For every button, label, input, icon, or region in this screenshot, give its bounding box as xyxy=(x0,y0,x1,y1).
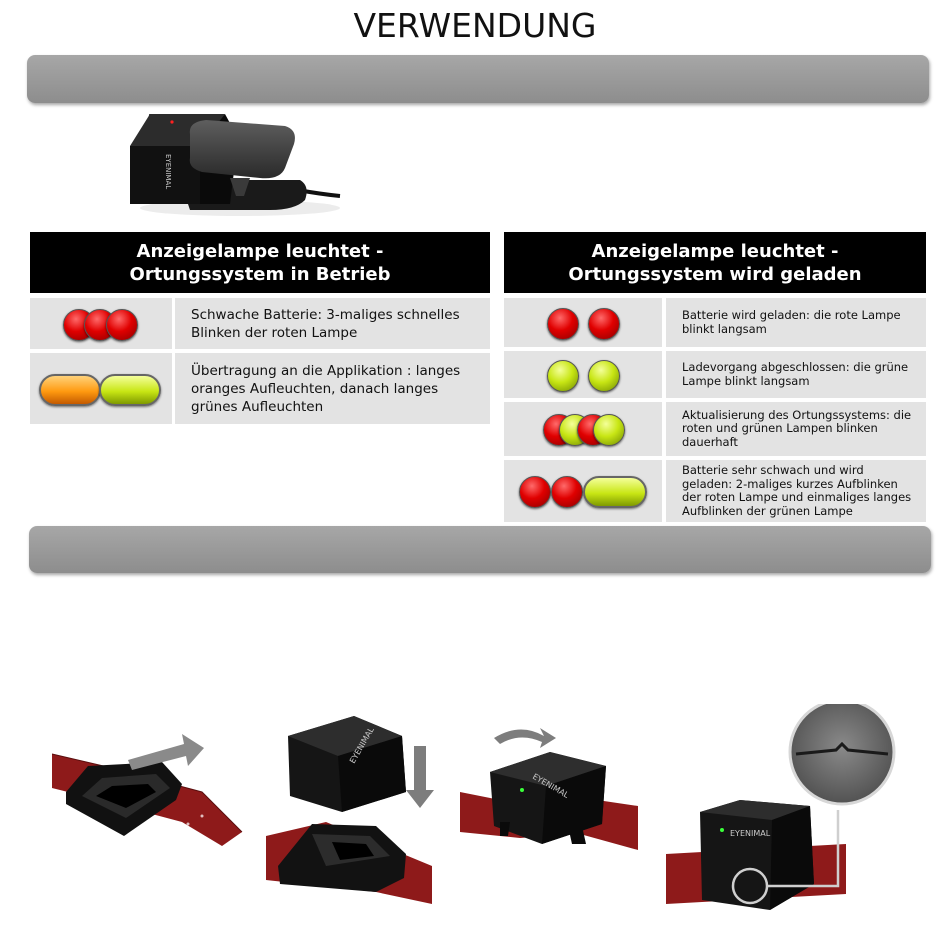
left-row-1-text: Schwache Batterie: 3-maliges schnelles B… xyxy=(175,298,490,349)
right-row-3-text: Aktualisierung des Ortungssystems: die r… xyxy=(666,402,926,456)
two-red-one-long-green-icon xyxy=(519,474,647,508)
three-red-blinks-icon xyxy=(61,307,141,341)
step-3-rotate-device-image: EYENIMAL xyxy=(460,728,638,850)
page-title: VERWENDUNG xyxy=(353,6,597,45)
right-row-1-text: Batterie wird geladen: die rote Lampe bl… xyxy=(666,298,926,347)
right-row-3-icon-cell xyxy=(504,402,662,456)
right-row-4-icon-cell xyxy=(504,460,662,522)
right-row-4-text: Batterie sehr schwach und wird geladen: … xyxy=(666,460,926,522)
step-1-open-clip-image xyxy=(52,734,243,846)
two-red-slow-icon xyxy=(543,306,623,340)
left-row-2-icon-cell xyxy=(30,353,172,424)
left-row-2-text: Übertragung an die Applikation : langes … xyxy=(175,353,490,424)
step-4-mounted-detail-image: EYENIMAL xyxy=(666,704,896,910)
right-row-2-text: Ladevorgang abgeschlossen: die grüne Lam… xyxy=(666,351,926,398)
section-bar-top xyxy=(27,55,929,103)
section-bar-middle xyxy=(29,526,931,573)
right-table-header: Anzeigelampe leuchtet - Ortungssystem wi… xyxy=(504,232,926,293)
right-row-2-icon-cell xyxy=(504,351,662,398)
orange-green-long-icon xyxy=(39,372,163,406)
red-green-alternating-icon xyxy=(541,412,625,446)
left-table-header: Anzeigelampe leuchtet - Ortungssystem in… xyxy=(30,232,490,293)
svg-text:EYENIMAL: EYENIMAL xyxy=(730,829,771,838)
right-row-1-icon-cell xyxy=(504,298,662,347)
two-green-slow-icon xyxy=(543,358,623,392)
step-2-insert-device-image: EYENIMAL xyxy=(266,716,434,904)
svg-text:EYENIMAL: EYENIMAL xyxy=(164,154,172,189)
charger-device-image: EYENIMAL xyxy=(130,114,341,216)
left-row-1-icon-cell xyxy=(30,298,172,349)
